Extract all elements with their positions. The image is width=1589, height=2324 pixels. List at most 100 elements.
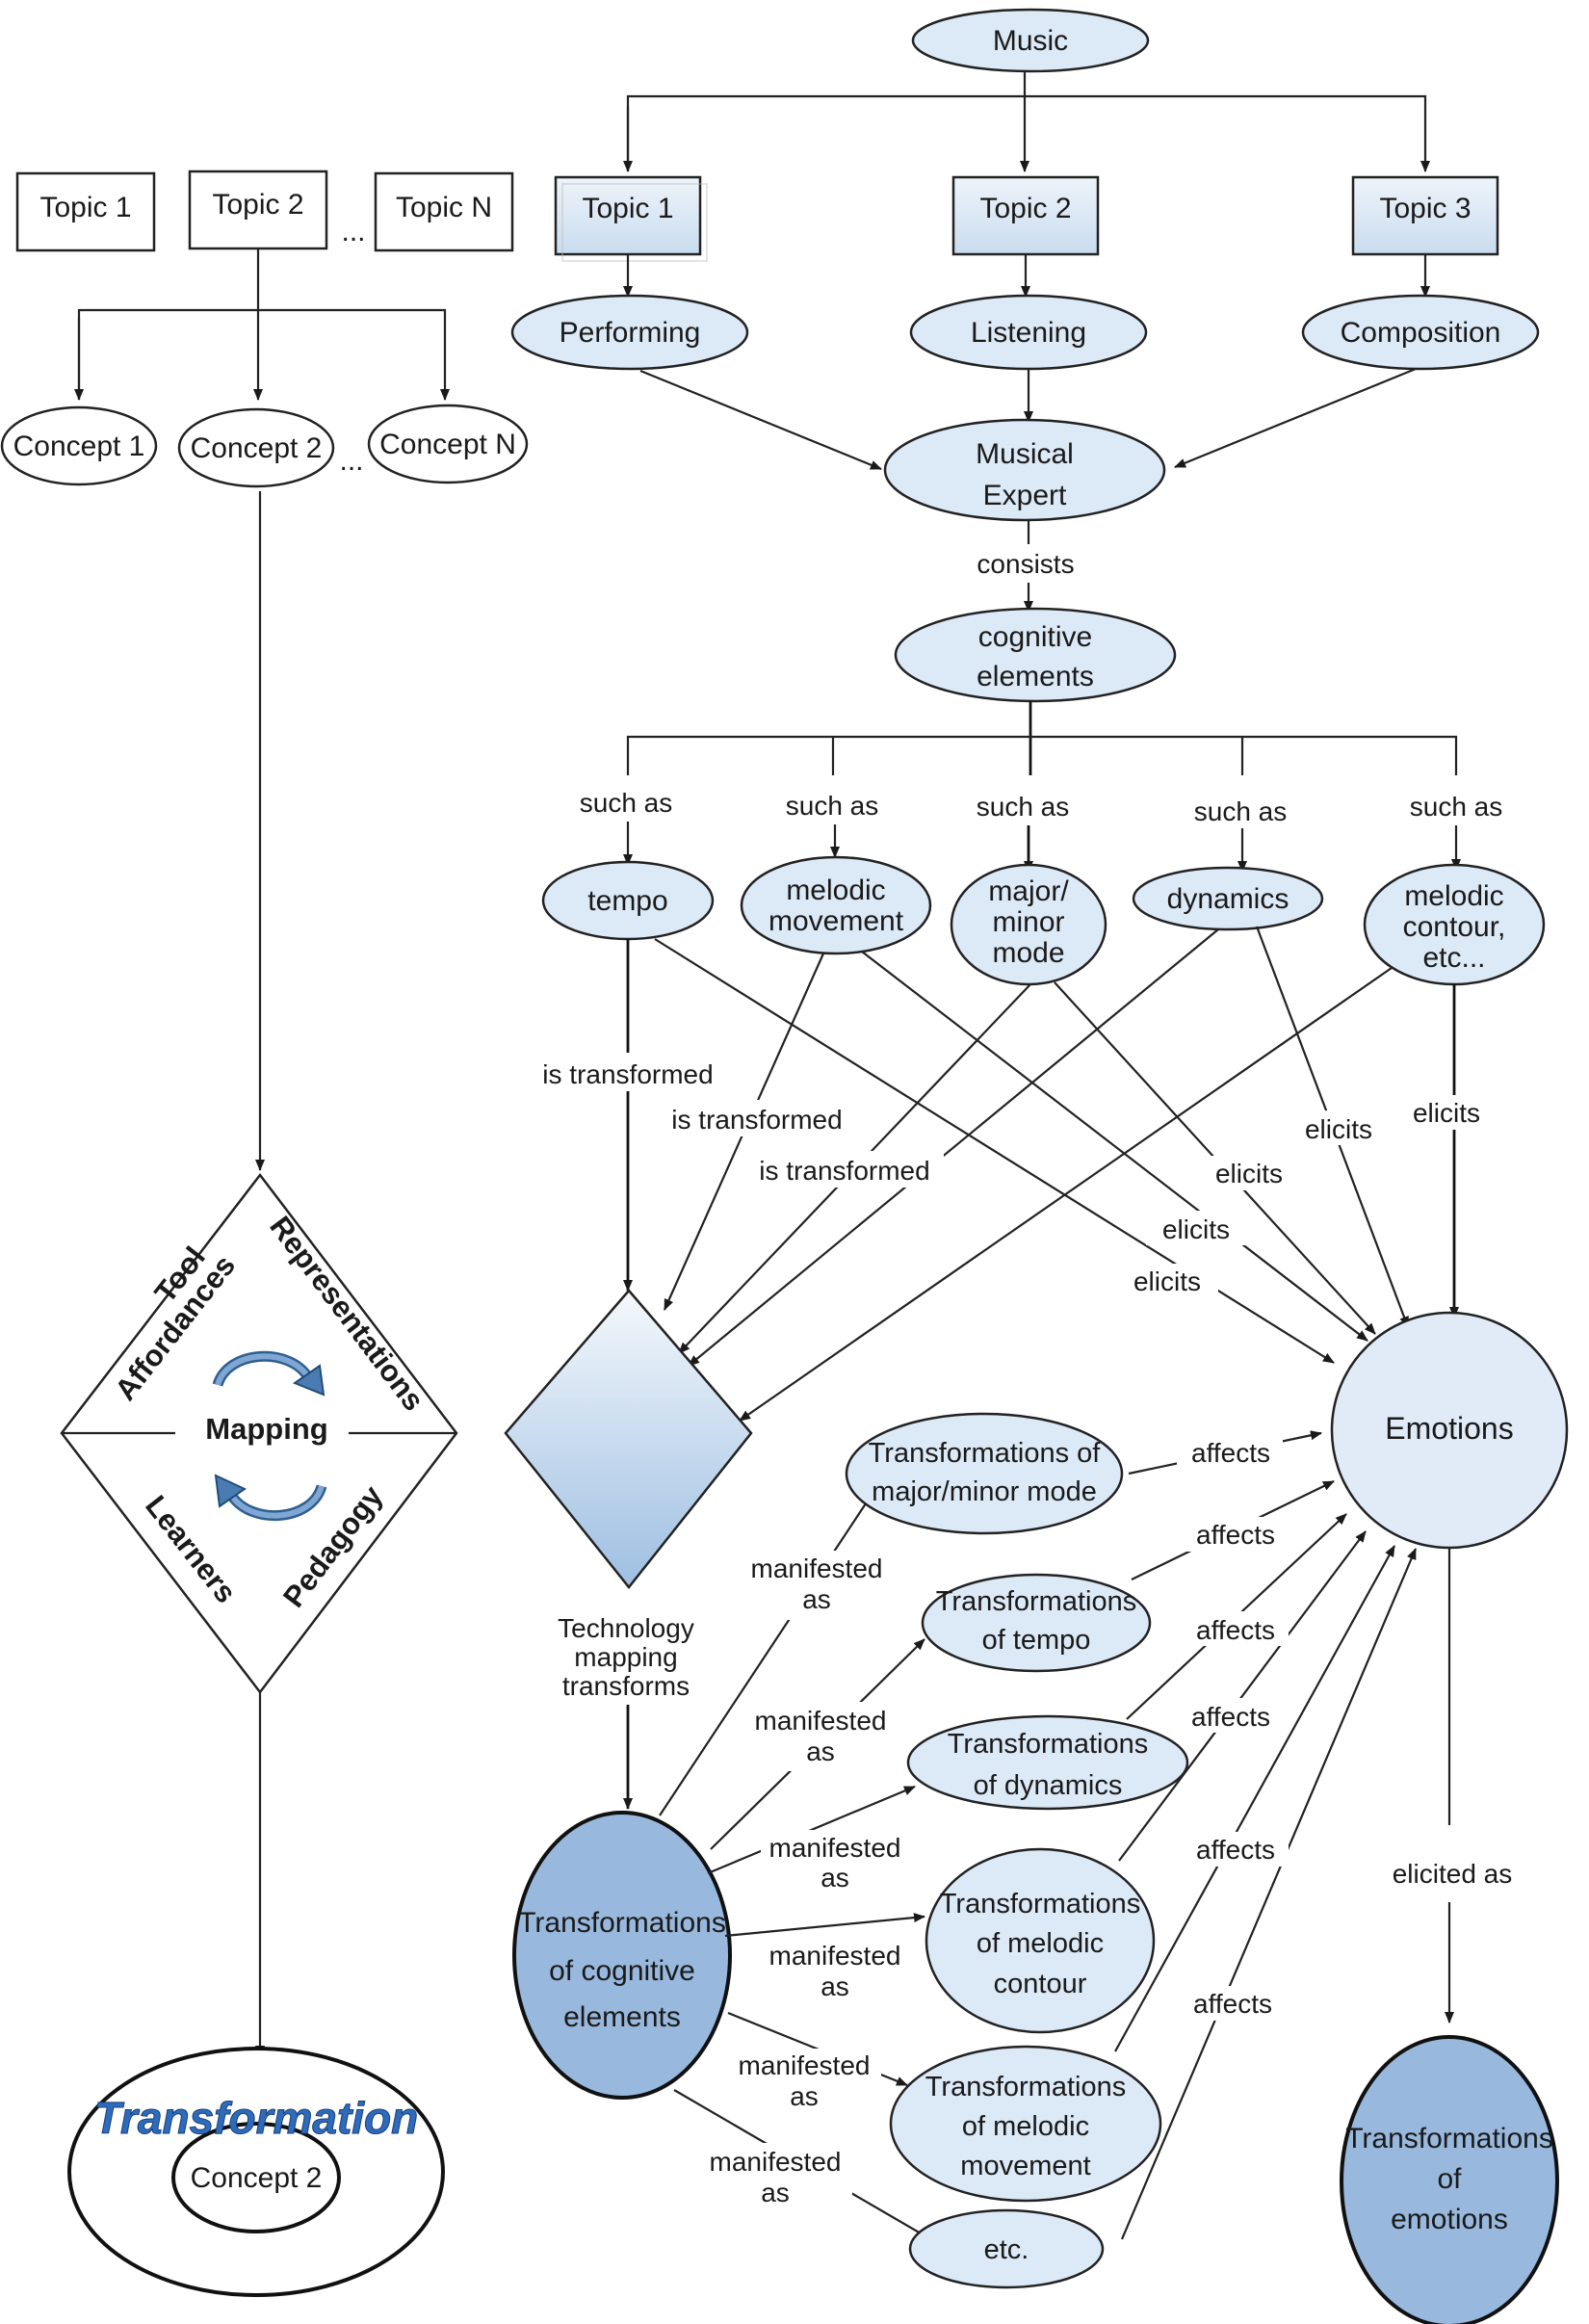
t-tempo-line2: of tempo: [982, 1625, 1091, 1656]
transform-cognitive-line1: Transformations: [518, 1907, 726, 1939]
composition-label: Composition: [1341, 317, 1501, 349]
left-topic-ellipsis: ...: [341, 216, 365, 248]
dynamics-node: [1132, 866, 1324, 931]
transformation-concept-label: Concept 2: [191, 2162, 323, 2194]
t-etc-label: etc.: [984, 2234, 1029, 2265]
music-topic-2-box: [951, 175, 1100, 256]
manifested-2: manifested: [755, 1706, 887, 1736]
affects-6: affects: [1193, 1989, 1272, 2019]
right-music-map: Music Topic 1 Topic 2 Topic 3 Performing…: [504, 8, 1569, 2324]
is-transformed-3: is transformed: [759, 1156, 929, 1186]
manifested-4-as: as: [821, 1971, 849, 2001]
tempo-label: tempo: [587, 885, 667, 917]
t-movement-line1: Transformations: [925, 2072, 1126, 2102]
left-topic-1-box: [15, 171, 156, 252]
mode-label-line3: mode: [992, 937, 1064, 969]
such-as-5: such as: [1410, 792, 1503, 822]
t-contour-line2: of melodic: [977, 1928, 1104, 1959]
t-mode-line2: major/minor mode: [872, 1476, 1097, 1507]
cognitive-label-line2: elements: [977, 661, 1094, 692]
transformation-title: Transformation: [94, 2093, 419, 2143]
manifested-6: manifested: [710, 2147, 842, 2177]
melodic-movement-node: [740, 855, 932, 955]
left-topic-2-label: Topic 2: [212, 189, 303, 221]
transform-cognitive-line2: of cognitive: [549, 1955, 695, 1987]
t-etc-node: [908, 2208, 1105, 2289]
expert-label-line1: Musical: [976, 438, 1074, 470]
elicited-as-label: elicited as: [1393, 1859, 1513, 1889]
cycle-arrows-icon: [212, 1350, 327, 1521]
transform-cognitive-line3: elements: [563, 2001, 681, 2033]
mode-label-line1: major/: [988, 875, 1069, 907]
affects-3: affects: [1196, 1615, 1275, 1645]
musical-expert-node: [883, 418, 1166, 522]
t-dynamics-node: [906, 1714, 1189, 1811]
t-tempo-line1: Transformations: [936, 1586, 1136, 1617]
manifested-6-as: as: [761, 2178, 790, 2207]
t-contour-line1: Transformations: [940, 1889, 1140, 1919]
t-tempo-node: [921, 1573, 1152, 1673]
composition-node: [1301, 294, 1540, 371]
left-concept-1-label: Concept 1: [13, 431, 145, 462]
t-emotions-line3: emotions: [1391, 2204, 1508, 2235]
manifested-1-as: as: [802, 1584, 831, 1614]
left-concept-2-label: Concept 2: [191, 432, 323, 464]
contour-label-line3: etc...: [1422, 942, 1485, 974]
t-emotions-line2: of: [1437, 2163, 1462, 2195]
left-concept-2: [177, 407, 335, 488]
music-topic-1-label: Topic 1: [582, 193, 673, 224]
affects-2: affects: [1196, 1520, 1275, 1550]
listening-label: Listening: [971, 317, 1086, 349]
such-as-1: such as: [580, 788, 673, 818]
music-label: Music: [993, 25, 1068, 57]
contour-label-line1: melodic: [1404, 880, 1503, 912]
performing-label: Performing: [560, 317, 701, 349]
elicits-4: elicits: [1305, 1114, 1372, 1144]
t-movement-line3: movement: [960, 2151, 1090, 2181]
cognitive-label-line1: cognitive: [978, 621, 1092, 653]
elicits-5: elicits: [1413, 1098, 1480, 1128]
left-concept-ellipsis: ...: [339, 445, 363, 477]
contour-label-line2: contour,: [1403, 911, 1506, 943]
movement-label-line1: melodic: [786, 875, 885, 906]
affects-4: affects: [1191, 1702, 1270, 1732]
manifested-5-as: as: [790, 2081, 819, 2111]
tpack-mapping-label: Mapping: [205, 1412, 327, 1446]
t-movement-node: [889, 2045, 1162, 2203]
music-node: [911, 8, 1150, 73]
t-emotions-node: [1340, 2035, 1559, 2324]
left-topic-1-label: Topic 1: [39, 192, 131, 223]
manifested-3-as: as: [821, 1863, 849, 1893]
performing-node: [510, 294, 749, 371]
affects-1: affects: [1191, 1438, 1270, 1468]
t-dynamics-line2: of dynamics: [974, 1770, 1123, 1801]
music-topic-3-box: [1351, 175, 1499, 256]
emotions-label: Emotions: [1385, 1411, 1513, 1446]
such-as-3: such as: [977, 792, 1070, 822]
manifested-4: manifested: [769, 1941, 901, 1971]
consists-label: consists: [977, 549, 1074, 579]
affects-5: affects: [1196, 1835, 1275, 1865]
cognitive-elements-node: [894, 607, 1177, 703]
manifested-2-as: as: [806, 1736, 835, 1766]
transformation-inner: [171, 2122, 341, 2233]
manifested-1: manifested: [751, 1554, 883, 1583]
t-contour-line3: contour: [994, 1969, 1087, 1999]
elicits-3: elicits: [1215, 1159, 1283, 1188]
t-contour-node: [925, 1847, 1156, 2034]
dynamics-label: dynamics: [1167, 883, 1289, 915]
t-dynamics-line1: Transformations: [948, 1729, 1148, 1760]
left-topic-n-label: Topic N: [396, 192, 492, 223]
mode-label-line2: minor: [992, 906, 1064, 938]
manifested-5: manifested: [739, 2050, 871, 2080]
technology-label-line3: transforms: [562, 1671, 690, 1701]
t-mode-line1: Transformations of: [869, 1438, 1102, 1469]
technology-diamond: [504, 1289, 753, 1590]
elicits-2: elicits: [1162, 1214, 1230, 1244]
is-transformed-1: is transformed: [542, 1059, 713, 1089]
left-concept-n: [367, 404, 529, 484]
elicits-1: elicits: [1133, 1266, 1201, 1296]
movement-label-line2: movement: [768, 905, 904, 937]
manifested-3: manifested: [769, 1833, 901, 1863]
